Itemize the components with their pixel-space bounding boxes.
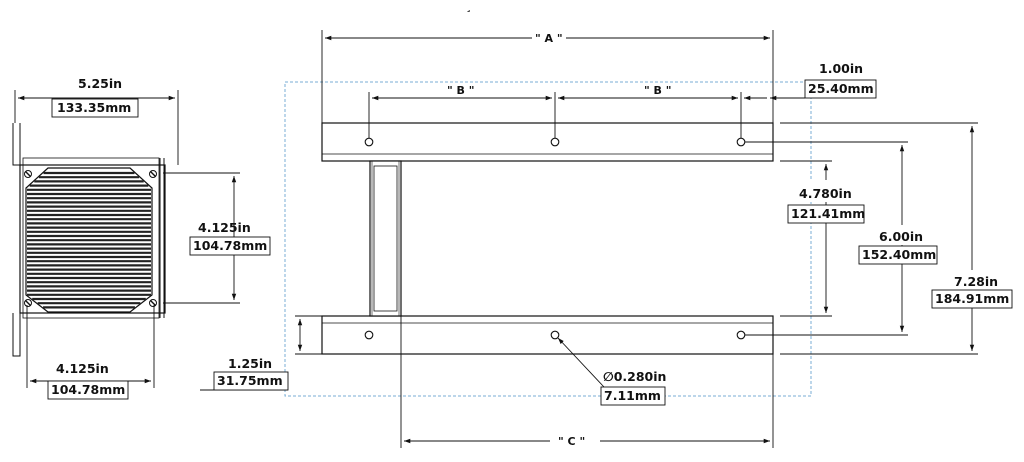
envelope-outline (284, 81, 812, 397)
svg-text:7.11mm: 7.11mm (604, 388, 661, 403)
dim-c-label: " C " (558, 435, 585, 448)
svg-text:25.40mm: 25.40mm (808, 81, 874, 96)
side-horizontal-spacing-label: 4.125in 104.78mm (47, 361, 129, 400)
dim-b-right-label: " B " (644, 84, 672, 97)
dim-b-left-label: " B " (447, 84, 475, 97)
mounting-hole-icons (364, 137, 746, 340)
svg-text:1.00in: 1.00in (819, 61, 863, 76)
svg-text:6.00in: 6.00in (879, 229, 923, 244)
svg-text:4.780in: 4.780in (799, 186, 852, 201)
front-view (321, 122, 774, 355)
top-rail (321, 122, 774, 162)
svg-text:104.78mm: 104.78mm (193, 238, 267, 253)
side-view (12, 123, 166, 357)
side-width-label: 5.25in 133.35mm (51, 76, 139, 118)
svg-text:121.41mm: 121.41mm (791, 206, 865, 221)
svg-text:152.40mm: 152.40mm (862, 247, 936, 262)
top-mark: ¸ (466, 0, 472, 13)
svg-text:184.91mm: 184.91mm (935, 291, 1009, 306)
front-view-dimensions (200, 30, 978, 448)
side-vertical-spacing-label: 4.125in 104.78mm (189, 220, 271, 256)
grille-slats (27, 171, 151, 309)
inner-gap-label: 4.780in 121.41mm (787, 180, 865, 224)
bottom-rail (321, 315, 774, 355)
overall-height-label: 7.28in 184.91mm (931, 270, 1013, 309)
fan-side-panel (369, 160, 402, 317)
dim-a-label: " A " (535, 32, 563, 45)
svg-text:133.35mm: 133.35mm (57, 100, 131, 115)
svg-text:104.78mm: 104.78mm (51, 382, 125, 397)
hole-diameter-label: ∅0.280in 7.11mm (600, 369, 666, 406)
svg-text:5.25in: 5.25in (78, 76, 122, 91)
svg-text:∅0.280in: ∅0.280in (603, 369, 666, 384)
rail-height-label: 1.25in 31.75mm (213, 356, 289, 391)
svg-text:4.125in: 4.125in (56, 361, 109, 376)
svg-text:4.125in: 4.125in (198, 220, 251, 235)
svg-text:31.75mm: 31.75mm (217, 373, 283, 388)
end-offset-label: 1.00in 25.40mm (804, 61, 877, 99)
svg-text:1.25in: 1.25in (228, 356, 272, 371)
svg-text:7.28in: 7.28in (954, 274, 998, 289)
hole-row-spacing-label: 6.00in 152.40mm (858, 225, 938, 265)
